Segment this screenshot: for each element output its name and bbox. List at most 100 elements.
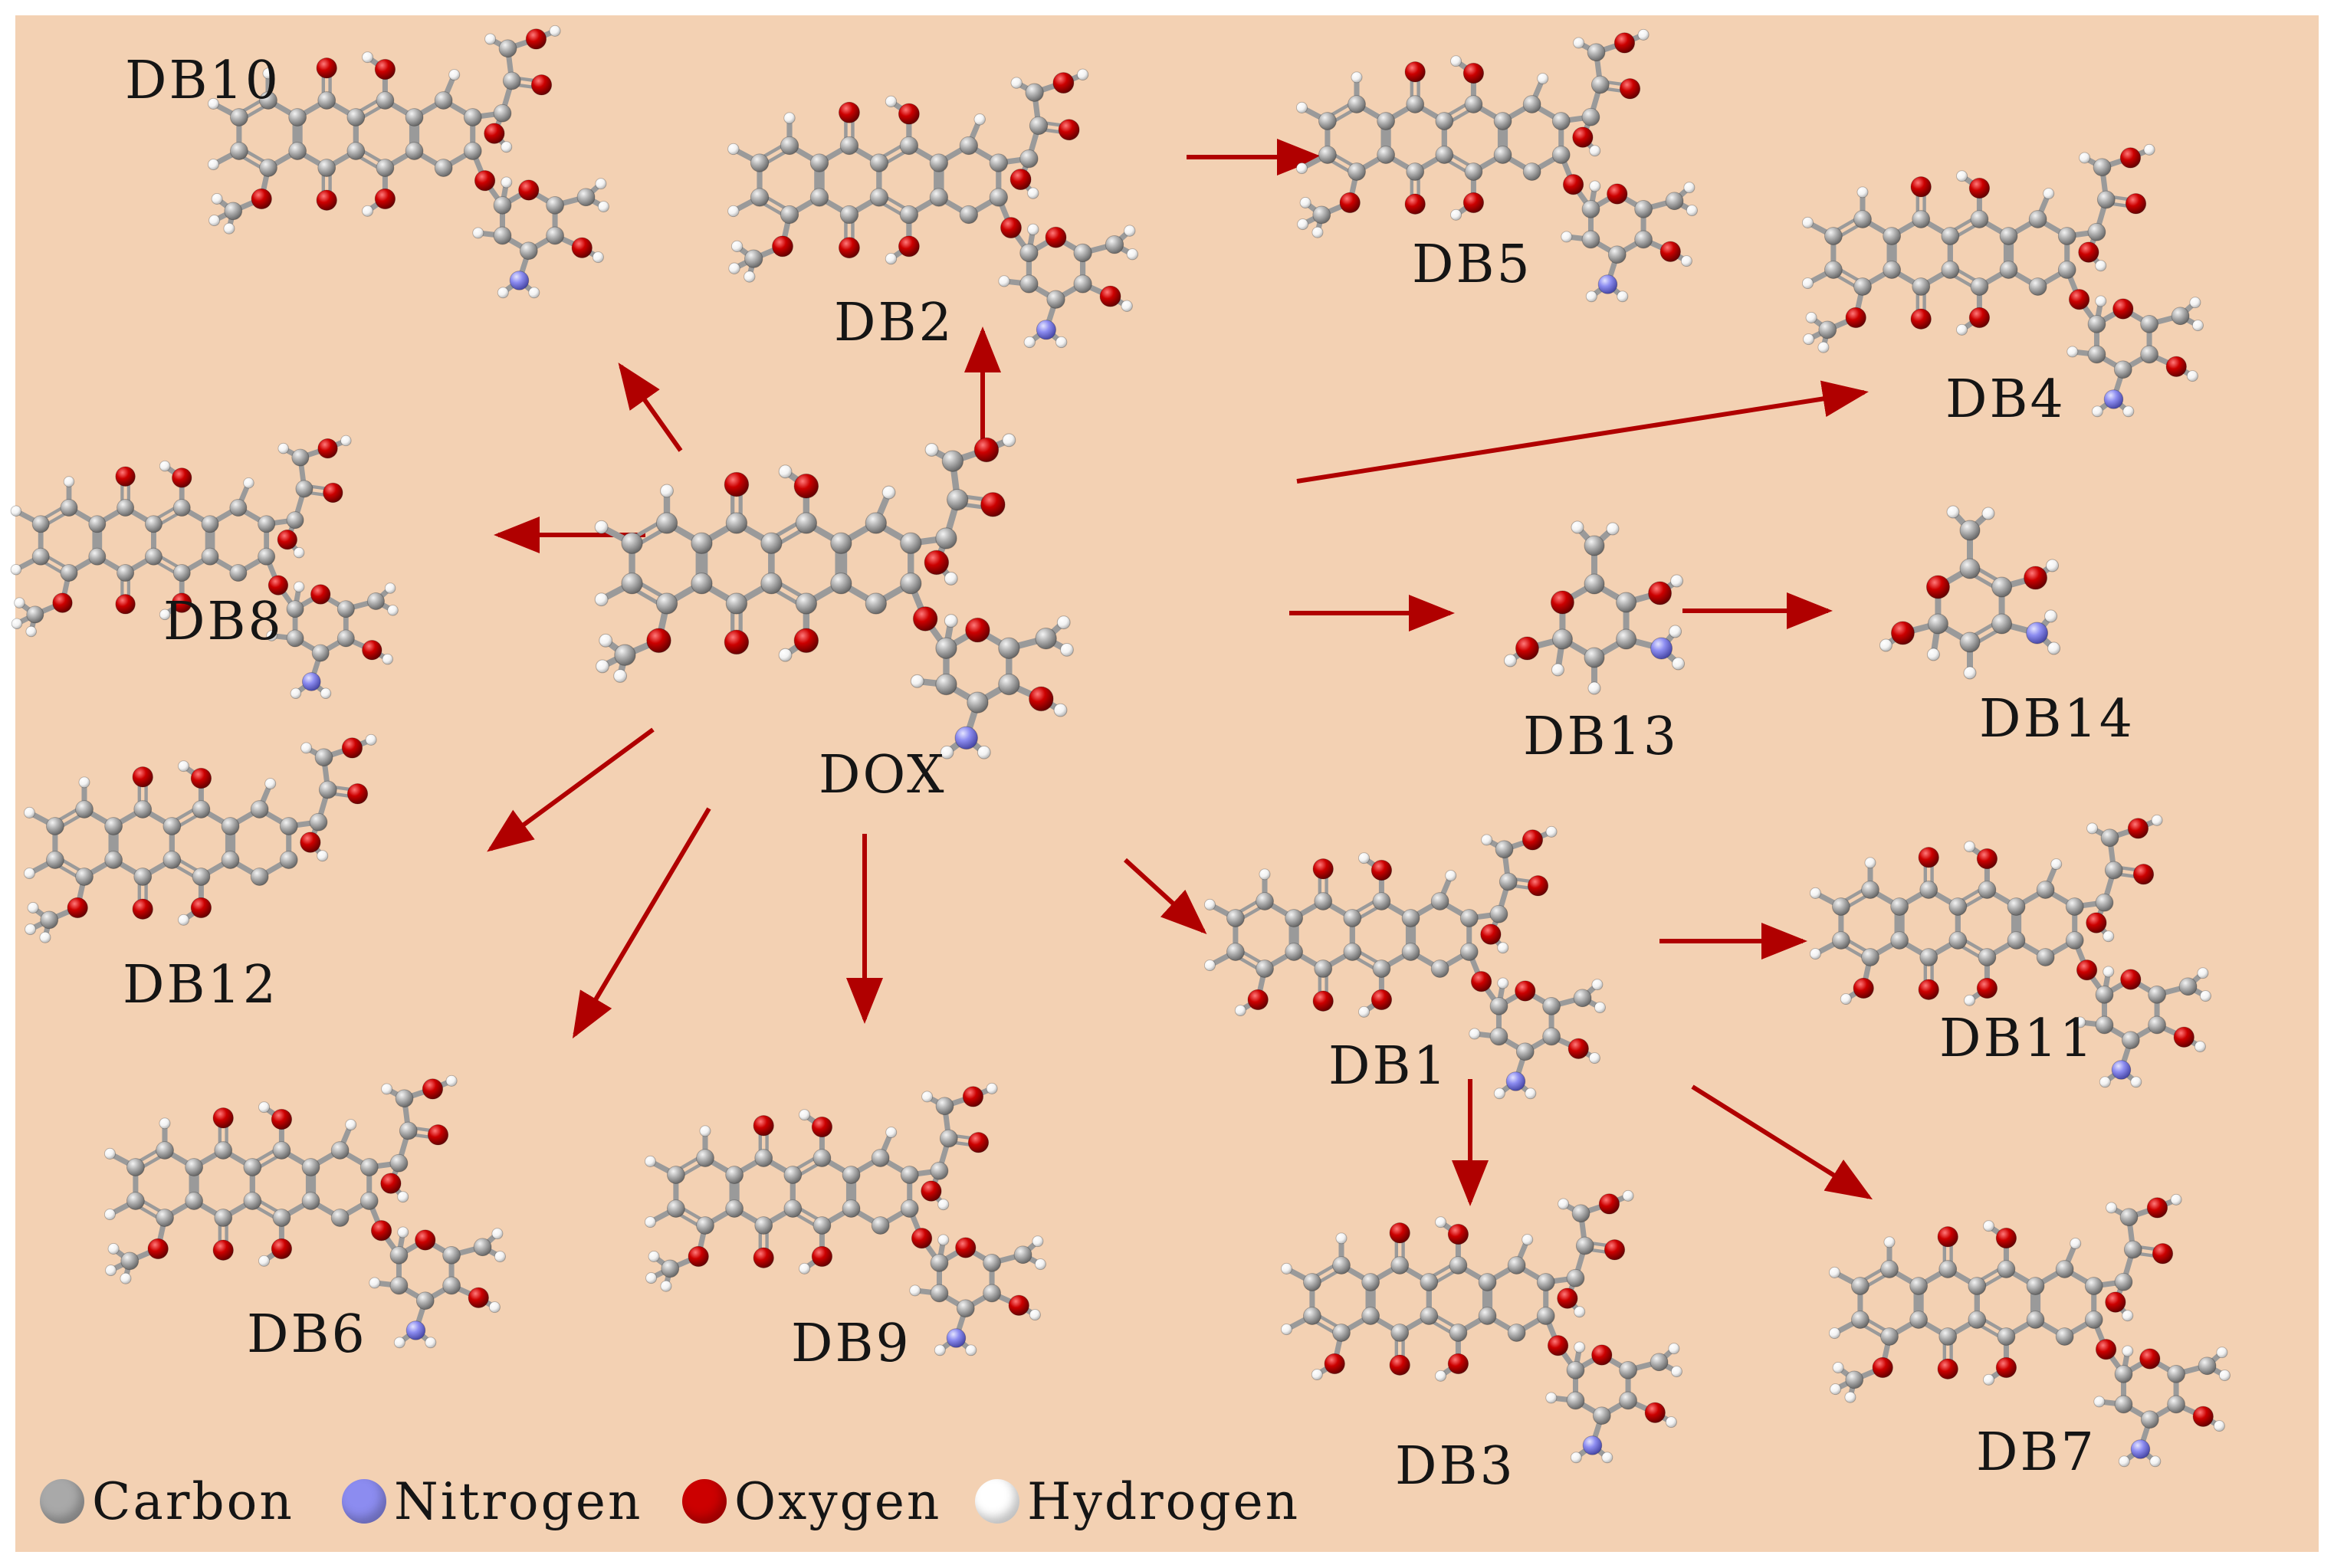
carbon-atom [871,1149,890,1167]
oxygen-atom [427,1124,449,1146]
carbon-atom [1332,1256,1351,1274]
carbon-atom [192,800,211,818]
hydrogen-atom [1594,1002,1606,1014]
carbon-atom [201,515,219,533]
oxygen-atom [1029,686,1054,712]
carbon-atom [1991,613,2013,635]
hydrogen-atom [1805,311,1817,323]
carbon-atom [830,532,852,554]
molecule-db13 [1503,520,1686,695]
oxygen-atom [2139,1348,2161,1370]
hydrogen-atom [965,1344,977,1356]
nitrogen-atom [1582,1435,1603,1455]
hydrogen-atom [778,648,793,662]
carbon-atom [40,910,59,930]
carbon-atom [1999,227,2018,245]
hydrogen-atom [1358,852,1371,864]
carbon-atom [2007,897,2026,916]
hydrogen-atom [1571,520,1584,534]
hydrogen-atom [1574,1306,1586,1318]
carbon-atom [1919,948,1938,966]
hydrogen-atom [1295,101,1308,113]
oxygen-atom [955,1237,977,1258]
hydrogen-atom [320,687,332,699]
oxygen-atom [2095,1339,2117,1360]
hydrogen-atom [1124,225,1136,237]
oxygen-atom [1976,977,1998,999]
carbon-atom [26,605,44,624]
oxygen-atom [2152,1243,2174,1265]
hydrogen-atom [1335,1232,1348,1245]
label-db5: DB5 [1412,235,1532,295]
carbon-atom [201,547,219,566]
carbon-atom [192,868,211,886]
carbon-atom [258,547,276,566]
hydrogen-atom [1525,1087,1537,1100]
hydrogen-atom [2095,260,2107,272]
carbon-atom [2114,1364,2133,1383]
oxygen-atom [1604,1239,1626,1261]
hydrogen-atom [293,546,305,559]
carbon-atom [1377,146,1395,164]
hydrogen-atom [1297,218,1309,231]
hydrogen-atom [528,287,540,299]
carbon-atom [221,851,240,869]
carbon-atom [754,1149,773,1167]
label-db10: DB10 [125,51,281,111]
hydrogen-atom [1280,1262,1292,1274]
hydrogen-atom [2189,297,2201,309]
hydrogen-atom [381,1083,393,1095]
carbon-atom [1566,1391,1585,1410]
hydrogen-atom [1680,255,1692,267]
hydrogen-atom [258,1255,271,1267]
hydrogen-atom [885,95,898,108]
oxygen-atom [811,1245,833,1268]
carbon-atom [744,249,763,268]
carbon-atom [1912,210,1931,228]
carbon-atom [621,572,643,595]
carbon-atom [120,1251,140,1271]
molecule-db8 [10,435,399,699]
hydrogen-atom [597,201,609,213]
hydrogen-atom [881,485,896,500]
carbon-atom [162,817,182,835]
carbon-atom [939,1129,958,1148]
carbon-atom [983,1284,1001,1303]
oxygen-atom [1591,1344,1613,1366]
hydrogen-atom [340,435,352,447]
carbon-atom [1959,520,1981,541]
carbon-atom [1377,112,1395,130]
hydrogen-atom [23,868,35,880]
oxygen-swatch [682,1479,727,1524]
carbon-atom [750,188,770,207]
carbon-atom [1406,162,1425,181]
oxygen-atom [115,594,136,615]
oxygen-atom [1404,193,1426,215]
carbon-atom [1361,1307,1380,1325]
carbon-atom [243,1158,262,1176]
hydrogen-atom [1983,1373,1995,1386]
hydrogen-atom [644,1155,656,1167]
carbon-atom [442,1245,461,1265]
hydrogen-atom [1591,979,1604,991]
hydrogen-atom [223,222,235,235]
hydrogen-atom [1589,180,1601,192]
hydrogen-atom [14,597,25,609]
oxygen-atom [1447,1353,1469,1375]
oxygen-atom [838,237,860,259]
legend-item-oxygen: Oxygen [682,1472,941,1531]
oxygen-atom [52,592,73,613]
carbon-atom [221,817,240,835]
oxygen-atom [2132,864,2155,885]
carbon-atom [1019,243,1039,263]
oxygen-atom [172,592,192,613]
molecule-db11 [1809,814,2211,1088]
carbon-atom [88,515,107,533]
carbon-atom [956,1299,975,1318]
oxygen-atom [172,467,192,488]
hydrogen-atom [78,776,90,789]
carbon-atom [1997,1327,2016,1346]
oxygen-atom [2105,1291,2126,1313]
oxygen-atom [1872,1356,1893,1379]
oxygen-atom [2086,912,2107,933]
